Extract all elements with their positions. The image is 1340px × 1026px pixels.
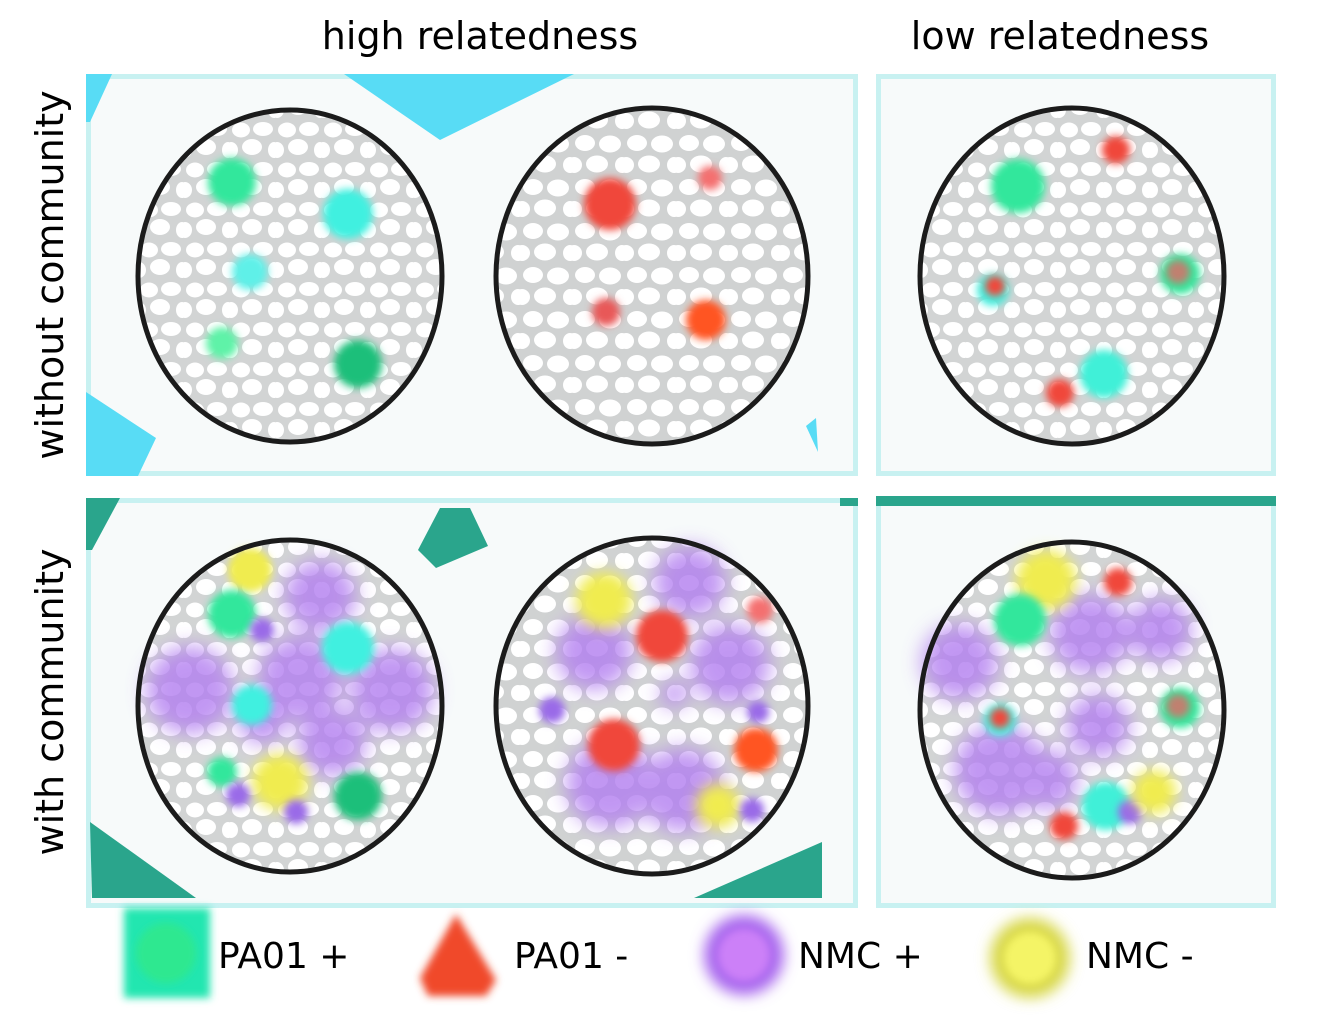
dish-high-without-left — [135, 107, 445, 445]
colonies-high-with-right — [539, 546, 778, 832]
legend-nmc-minus-icon — [990, 918, 1070, 998]
legend-pa01-minus-icon — [420, 914, 496, 996]
colonies-high-without-right — [584, 166, 726, 340]
petri-dish-outlines — [135, 105, 1227, 881]
column-header-low-relatedness: low relatedness — [910, 14, 1210, 58]
dish-high-with-left — [135, 537, 445, 875]
legend-label-nmc-plus: NMC + — [798, 936, 923, 977]
legend-pa01-plus-icon — [124, 908, 210, 998]
legend-swatches — [124, 908, 1070, 998]
dish-low-with — [917, 539, 1227, 881]
dish-high-without-right — [493, 105, 811, 447]
colonies-high-with-left — [146, 548, 434, 824]
dish-low-without — [917, 105, 1227, 447]
legend-label-pa01-minus: PA01 - — [514, 936, 629, 977]
column-header-high-relatedness: high relatedness — [321, 14, 639, 58]
row1-accent-shapes — [86, 74, 818, 476]
legend-nmc-plus-icon — [704, 915, 784, 995]
row2-accent-shapes — [86, 496, 1276, 898]
colonies-low-with — [922, 550, 1200, 840]
colonies-high-without-left — [206, 158, 382, 388]
legend-label-pa01-plus: PA01 + — [218, 936, 350, 977]
legend-label-nmc-minus: NMC - — [1086, 936, 1194, 977]
dish-high-with-right — [493, 535, 811, 877]
colonies-low-without — [977, 136, 1200, 407]
